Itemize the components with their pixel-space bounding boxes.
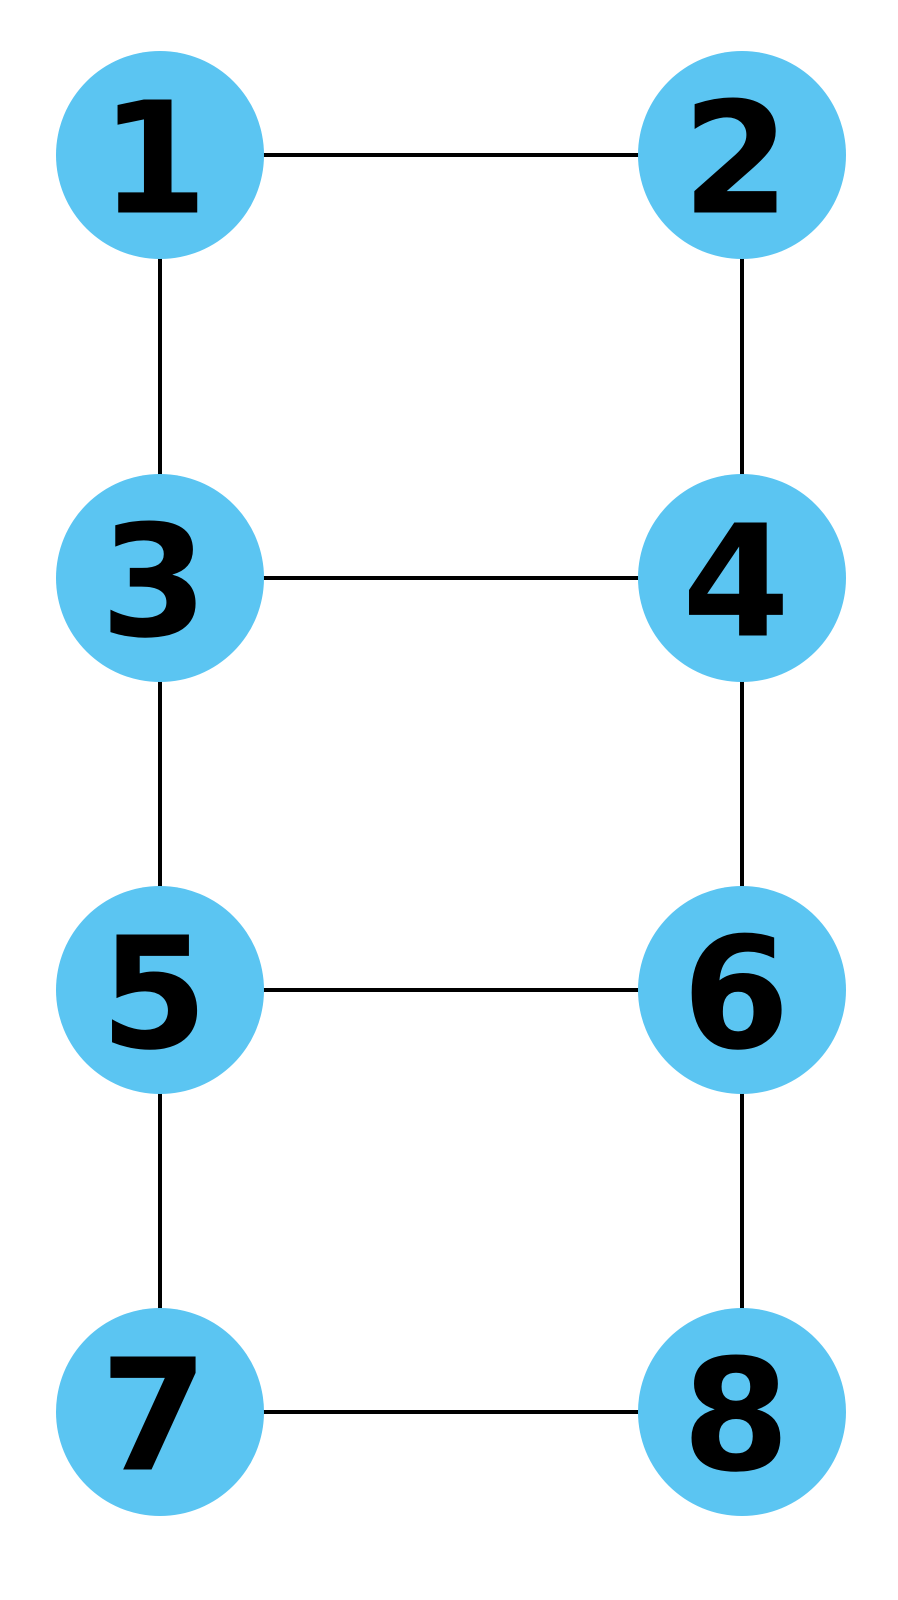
graph-node-4[interactable]: 4 — [638, 474, 846, 682]
edge-layer — [158, 153, 744, 1414]
node-circle-3[interactable] — [56, 474, 264, 682]
node-circle-4[interactable] — [638, 474, 846, 682]
graph-node-3[interactable]: 3 — [56, 474, 264, 682]
node-circle-2[interactable] — [638, 51, 846, 259]
node-circle-6[interactable] — [638, 886, 846, 1094]
node-circle-5[interactable] — [56, 886, 264, 1094]
graph-node-1[interactable]: 1 — [56, 51, 264, 259]
node-circle-7[interactable] — [56, 1308, 264, 1516]
node-layer: 1 2 3 4 5 6 7 8 — [56, 51, 846, 1516]
graph-node-2[interactable]: 2 — [638, 51, 846, 259]
graph-node-5[interactable]: 5 — [56, 886, 264, 1094]
node-circle-8[interactable] — [638, 1308, 846, 1516]
graph-node-6[interactable]: 6 — [638, 886, 846, 1094]
graph-node-8[interactable]: 8 — [638, 1308, 846, 1516]
node-circle-1[interactable] — [56, 51, 264, 259]
graph-node-7[interactable]: 7 — [56, 1308, 264, 1516]
